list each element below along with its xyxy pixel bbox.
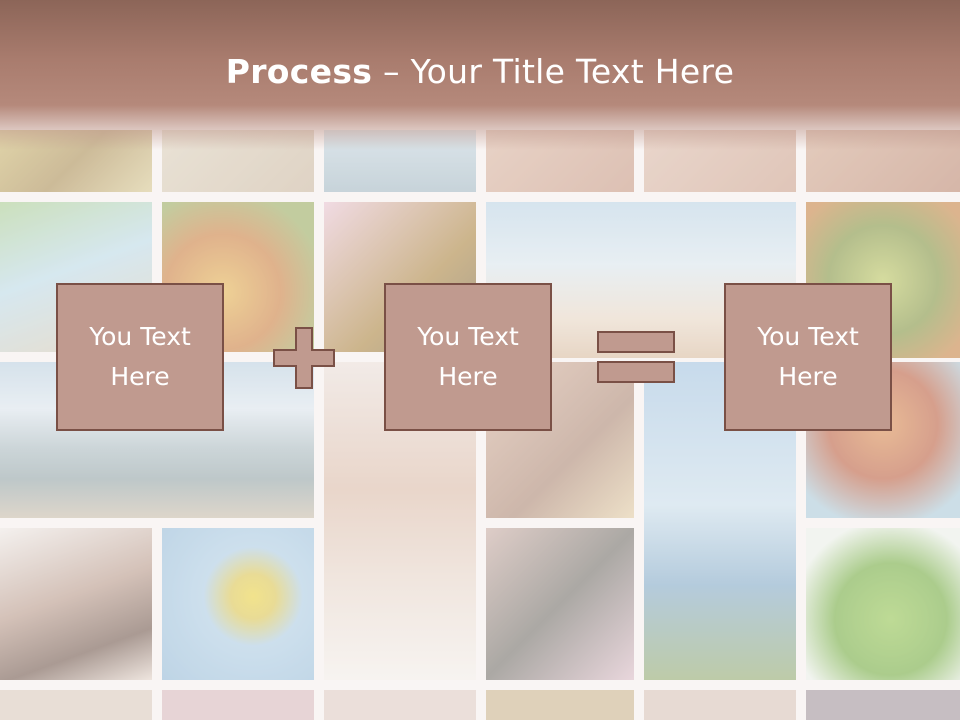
process-box-1[interactable]: You Text Here — [56, 283, 224, 431]
process-box-3[interactable]: You Text Here — [724, 283, 892, 431]
process-box-1-text: You Text Here — [89, 322, 191, 391]
plus-icon — [273, 327, 335, 389]
title-rest: – Your Title Text Here — [372, 52, 735, 91]
title-bar — [0, 0, 960, 150]
process-box-2-text: You Text Here — [417, 322, 519, 391]
process-box-3-text: You Text Here — [757, 322, 859, 391]
slide-title[interactable]: Process – Your Title Text Here — [0, 52, 960, 91]
process-box-2[interactable]: You Text Here — [384, 283, 552, 431]
title-bold: Process — [225, 52, 373, 91]
equals-icon — [597, 331, 675, 383]
